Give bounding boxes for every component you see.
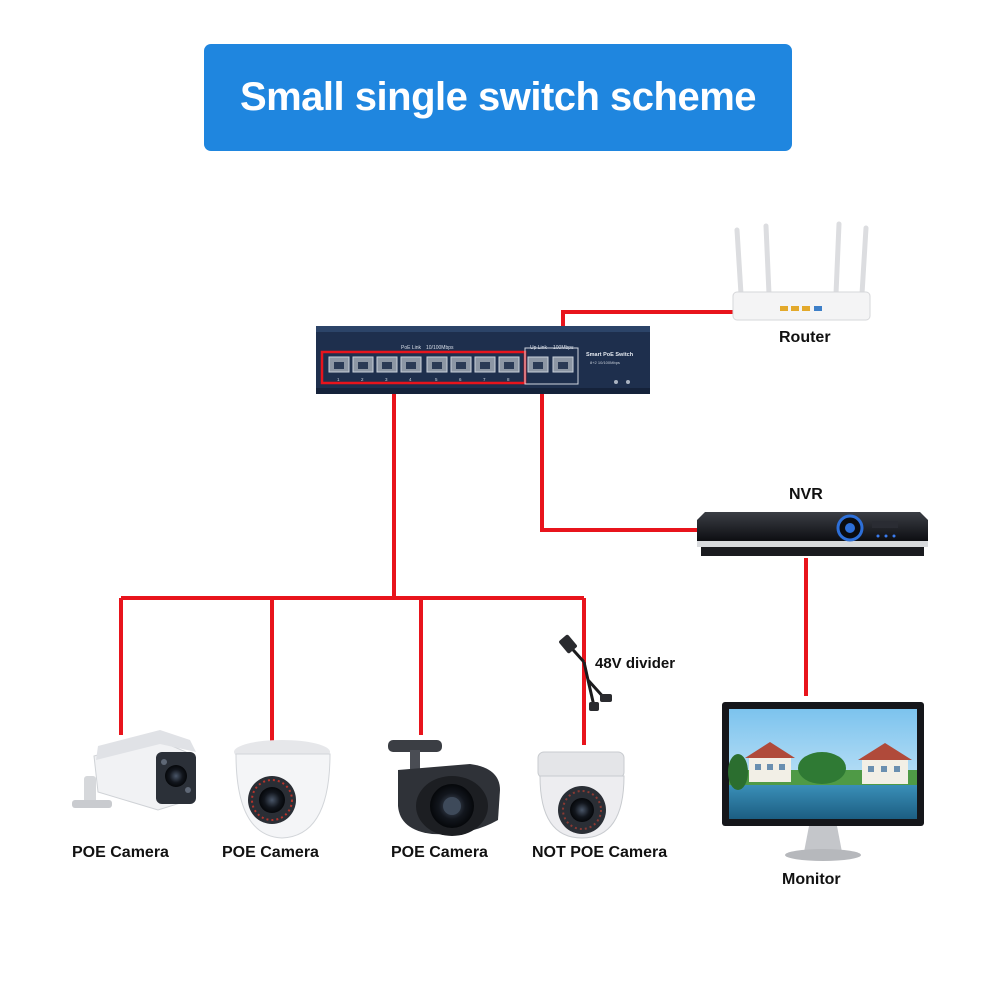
switch-uplink-label: Up Link <box>530 345 547 351</box>
switch-port-number: 7 <box>483 377 486 382</box>
switch-port-number: 5 <box>435 377 438 382</box>
switch-port-number: 6 <box>459 377 462 382</box>
switch-model-label: 8+2 10/100Mbps <box>590 360 620 365</box>
camera-1-image <box>72 730 196 811</box>
divider-label: 48V divider <box>595 655 676 672</box>
switch-port-number: 1 <box>337 377 340 382</box>
title-banner: Small single switch scheme <box>204 44 792 151</box>
camera-4-image <box>537 751 625 839</box>
monitor-image <box>722 702 924 861</box>
camera-1-label: POE Camera <box>72 844 169 861</box>
diagram-title: Small single switch scheme <box>239 75 757 119</box>
switch-port-number: 4 <box>409 377 412 382</box>
camera-3-label: POE Camera <box>391 844 488 861</box>
switch-port-number: 3 <box>385 377 388 382</box>
switch-uplink-speed: 100Mbps <box>553 345 574 351</box>
divider-image <box>559 634 612 711</box>
nvr-image <box>697 512 928 556</box>
switch-port-number: 2 <box>361 377 364 382</box>
switch-brand-label: Smart PoE Switch <box>586 352 634 358</box>
switch-speed-label: 10/100Mbps <box>426 345 454 351</box>
camera-4-label: NOT POE Camera <box>532 844 668 861</box>
monitor-label: Monitor <box>782 871 841 888</box>
cable-switch-nvr <box>540 383 697 532</box>
poe-switch: PoE Link 10/100Mbps Up Link 100Mbps Smar… <box>316 326 650 394</box>
router-label: Router <box>779 329 831 346</box>
monitor-house-right <box>858 743 912 784</box>
camera-2-image <box>234 740 331 839</box>
camera-3-image <box>388 740 500 836</box>
switch-port-number: 8 <box>507 377 510 382</box>
router-image <box>732 221 871 321</box>
switch-group-label: PoE Link <box>401 345 422 351</box>
monitor-house-left <box>745 742 795 782</box>
camera-2-label: POE Camera <box>222 844 319 861</box>
nvr-label: NVR <box>789 486 823 503</box>
